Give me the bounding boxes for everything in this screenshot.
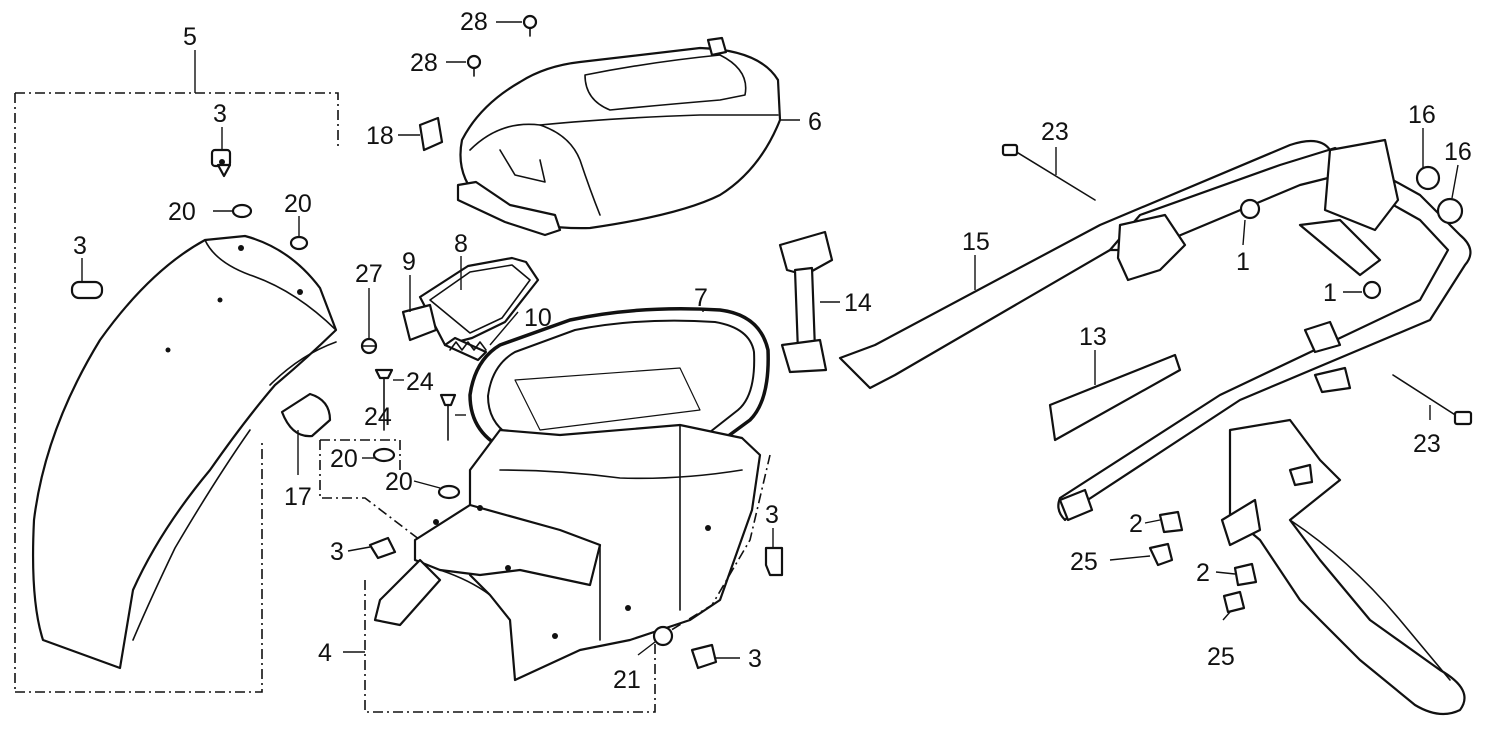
- callout-3: 3: [73, 232, 87, 260]
- callout-23: 23: [1413, 430, 1441, 458]
- callout-2: 2: [1129, 510, 1143, 538]
- callout-7: 7: [694, 284, 708, 312]
- callout-23: 23: [1041, 118, 1069, 146]
- callout-6: 6: [808, 108, 822, 136]
- small-parts-left: [70, 148, 332, 438]
- callout-1: 1: [1323, 279, 1337, 307]
- top-cover: [456, 36, 782, 237]
- nuts-2-25: [1148, 510, 1258, 614]
- callout-20: 20: [284, 190, 312, 218]
- toolbox-frame-4: [319, 439, 771, 713]
- callout-3: 3: [213, 100, 227, 128]
- bolts-28: [466, 14, 538, 77]
- callout-16: 16: [1408, 101, 1436, 129]
- callout-28: 28: [410, 49, 438, 77]
- rear-mudguard-13: [1220, 418, 1466, 716]
- callout-27: 27: [355, 260, 383, 288]
- callout-20: 20: [168, 198, 196, 226]
- callout-16: 16: [1444, 138, 1472, 166]
- hardware-center: [360, 337, 784, 670]
- callout-25: 25: [1207, 643, 1235, 671]
- callout-3: 3: [765, 501, 779, 529]
- callout-4: 4: [318, 639, 332, 667]
- callout-18: 18: [366, 122, 394, 150]
- callout-24: 24: [364, 403, 392, 431]
- callout-9: 9: [402, 248, 416, 276]
- toolbox-4: [373, 423, 762, 682]
- callout-2: 2: [1196, 559, 1210, 587]
- callout-20: 20: [385, 468, 413, 496]
- callout-1: 1: [1236, 248, 1250, 276]
- callout-28: 28: [460, 8, 488, 36]
- callout-14: 14: [844, 289, 872, 317]
- callout-17: 17: [284, 483, 312, 511]
- callout-8: 8: [454, 230, 468, 258]
- callout-21: 21: [613, 666, 641, 694]
- callout-20: 20: [330, 445, 358, 473]
- callout-10: 10: [524, 304, 552, 332]
- leader-lines: [81, 21, 1459, 659]
- callout-3: 3: [748, 645, 762, 673]
- callout-13: 13: [1079, 323, 1107, 351]
- label-plate-18: [418, 116, 444, 152]
- callout-25: 25: [1070, 548, 1098, 576]
- callout-5: 5: [183, 23, 197, 51]
- subframe: [838, 138, 1472, 522]
- callout-labels: 5 3 20 20 3 17 28 28 6 18 27 9 8 10 7 24…: [73, 8, 1472, 694]
- callout-3: 3: [330, 538, 344, 566]
- strap-14: [778, 230, 834, 374]
- callout-15: 15: [962, 228, 990, 256]
- bolts-23: [1001, 143, 1473, 426]
- fender-group-frame: [14, 50, 339, 693]
- rear-fender: [31, 234, 338, 670]
- callout-24: 24: [406, 368, 434, 396]
- lid-8: [401, 256, 540, 362]
